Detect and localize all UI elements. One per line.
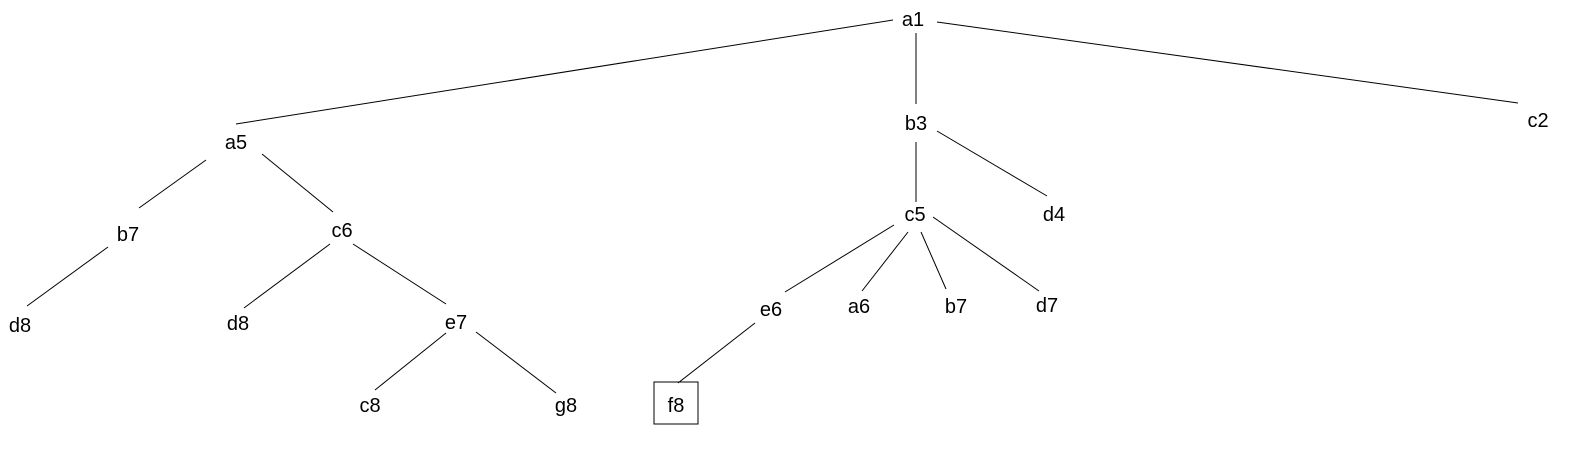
node-label: d4	[1043, 204, 1065, 226]
node-g8: g8	[555, 395, 577, 417]
node-c5: c5	[904, 204, 925, 226]
node-label: b3	[905, 113, 927, 135]
node-d8_b: d8	[227, 313, 249, 335]
edge-a5-to-c6	[261, 153, 334, 213]
node-e7: e7	[445, 312, 467, 334]
edge-a1-to-c2	[936, 21, 1519, 104]
node-label: b7	[945, 296, 967, 318]
edge-a5-to-b7_left	[138, 159, 207, 209]
edge-c6-to-e7	[352, 243, 447, 305]
node-f8: f8	[653, 381, 699, 425]
edge-b7_left-to-d8_a	[26, 246, 109, 307]
node-label: c5	[904, 204, 925, 226]
edge-e7-to-c8	[374, 332, 447, 391]
edge-c5-to-e6	[784, 224, 895, 293]
node-label: b7	[117, 224, 139, 246]
node-label: c6	[331, 220, 352, 242]
edge-a1-to-a5	[235, 19, 894, 125]
node-d8_a: d8	[9, 315, 31, 337]
node-b7_left: b7	[117, 224, 139, 246]
edge-e6-to-f8	[677, 322, 756, 384]
node-a6: a6	[848, 296, 870, 318]
node-b3: b3	[905, 113, 927, 135]
node-label: e7	[445, 312, 467, 334]
node-label: a1	[902, 9, 924, 31]
node-label: c2	[1527, 110, 1548, 132]
node-label: a6	[848, 296, 870, 318]
edge-b3-to-d4	[936, 130, 1048, 197]
node-a5: a5	[225, 132, 247, 154]
edge-c5-to-d7	[932, 216, 1040, 292]
edge-e7-to-g8	[475, 331, 557, 394]
node-label: d8	[227, 313, 249, 335]
nodes-layer: a1 a5 b3 c2 b7 c6 d8 d8 e7 c8 g8 c5 d4 e6 a6 b7 d7 f8	[9, 9, 1549, 425]
node-label: d7	[1036, 295, 1058, 317]
node-b7_right: b7	[945, 296, 967, 318]
node-d7: d7	[1036, 295, 1058, 317]
edges-layer	[26, 19, 1519, 394]
node-label: g8	[555, 395, 577, 417]
node-d4: d4	[1043, 204, 1065, 226]
node-label: c8	[359, 395, 380, 417]
node-a1: a1	[902, 9, 924, 31]
edge-c6-to-d8_b	[243, 243, 331, 309]
node-c2: c2	[1527, 110, 1548, 132]
node-label: e6	[760, 299, 782, 321]
node-label: f8	[668, 395, 685, 417]
node-c8: c8	[359, 395, 380, 417]
node-label: a5	[225, 132, 247, 154]
node-label: d8	[9, 315, 31, 337]
edge-c5-to-b7_right	[920, 231, 947, 290]
edge-c5-to-a6	[861, 231, 909, 292]
highlight-box	[653, 381, 699, 425]
node-c6: c6	[331, 220, 352, 242]
node-e6: e6	[760, 299, 782, 321]
